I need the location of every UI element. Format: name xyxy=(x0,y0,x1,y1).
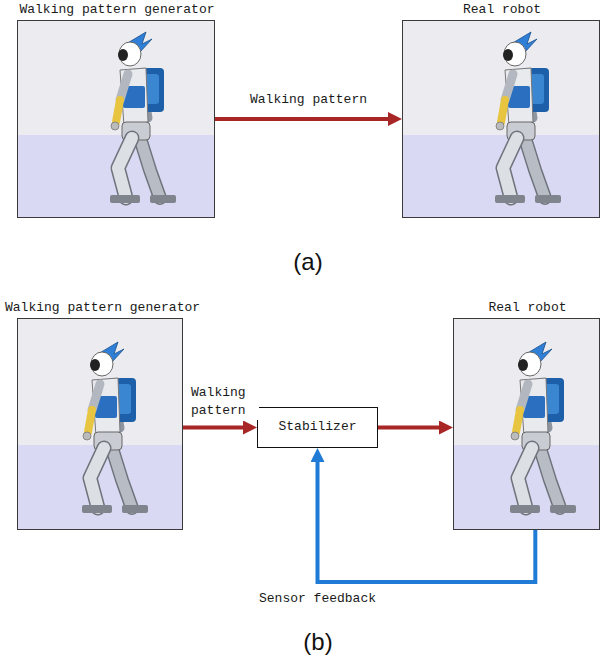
illustration-frame: Walking pattern generator xyxy=(17,20,215,218)
illustration-frame: Walking pattern generator xyxy=(17,318,183,530)
box-label: Stabilizer xyxy=(278,419,356,435)
edge-label: Walking pattern xyxy=(189,384,259,419)
signal-arrow xyxy=(183,426,245,430)
illustration-frame: Real robot xyxy=(402,20,600,218)
panel-label: (a) xyxy=(293,248,322,276)
simulation-scene xyxy=(17,318,183,530)
frame-heading: Walking pattern generator xyxy=(5,300,200,316)
illustration-frame: Real robot xyxy=(453,318,600,530)
edge-label: Walking pattern xyxy=(248,91,369,109)
simulation-scene xyxy=(17,20,215,218)
edge-label: Sensor feedback xyxy=(257,590,378,608)
frame-heading: Real robot xyxy=(488,300,566,316)
frame-heading: Walking pattern generator xyxy=(19,2,214,18)
signal-arrow xyxy=(318,460,536,582)
signal-arrow xyxy=(378,426,441,430)
process-box: Stabilizer xyxy=(257,407,378,448)
frame-heading: Real robot xyxy=(463,2,541,18)
panel-label: (b) xyxy=(303,628,332,656)
robot-photo xyxy=(402,20,600,218)
signal-arrow xyxy=(215,117,390,121)
robot-photo xyxy=(453,318,600,530)
